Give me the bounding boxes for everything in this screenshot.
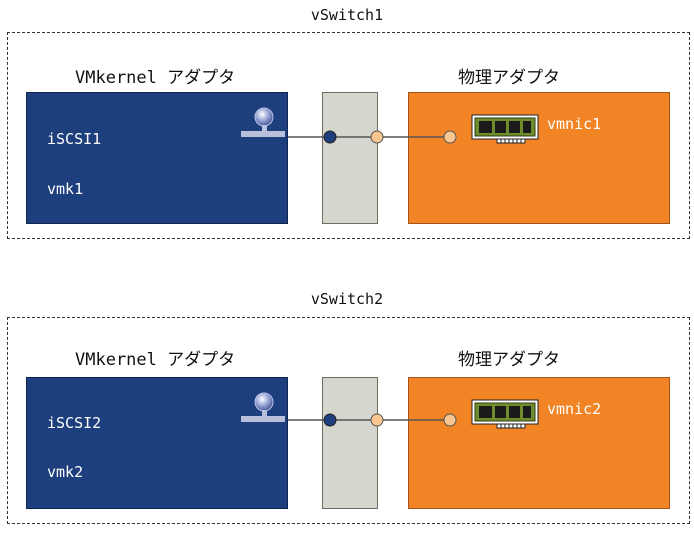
- vmkernel-adapter-box-1[interactable]: iSCSI1 vmk1: [26, 92, 288, 224]
- port-group-name-2: iSCSI2: [47, 414, 102, 432]
- vswitch1-title: vSwitch1: [310, 6, 384, 24]
- vmkernel-label-2: VMkernel アダプタ: [75, 350, 236, 370]
- vswitch1-frame: [7, 32, 690, 239]
- vswitch2-title: vSwitch2: [310, 290, 384, 308]
- vswitch2-frame: [7, 317, 690, 524]
- vmnic-name-2: vmnic2: [547, 400, 602, 418]
- port-group-icon: [241, 392, 285, 422]
- vmnic-name-1: vmnic1: [547, 115, 602, 133]
- nic-card-icon: [471, 399, 539, 429]
- vmkernel-label-1: VMkernel アダプタ: [75, 68, 236, 88]
- vmk-name-2: vmk2: [47, 463, 84, 481]
- vmk-name-1: vmk1: [47, 180, 84, 198]
- vswitch-bar-2: [322, 377, 378, 509]
- physical-adapter-box-1[interactable]: vmnic1: [408, 92, 670, 224]
- port-group-icon: [241, 107, 285, 137]
- nic-card-icon: [471, 114, 539, 144]
- vmkernel-adapter-box-2[interactable]: iSCSI2 vmk2: [26, 377, 288, 509]
- physical-label-1: 物理アダプタ: [458, 68, 560, 88]
- physical-label-2: 物理アダプタ: [458, 350, 560, 370]
- port-group-name-1: iSCSI1: [47, 130, 102, 148]
- physical-adapter-box-2[interactable]: vmnic2: [408, 377, 670, 509]
- vswitch-bar-1: [322, 92, 378, 224]
